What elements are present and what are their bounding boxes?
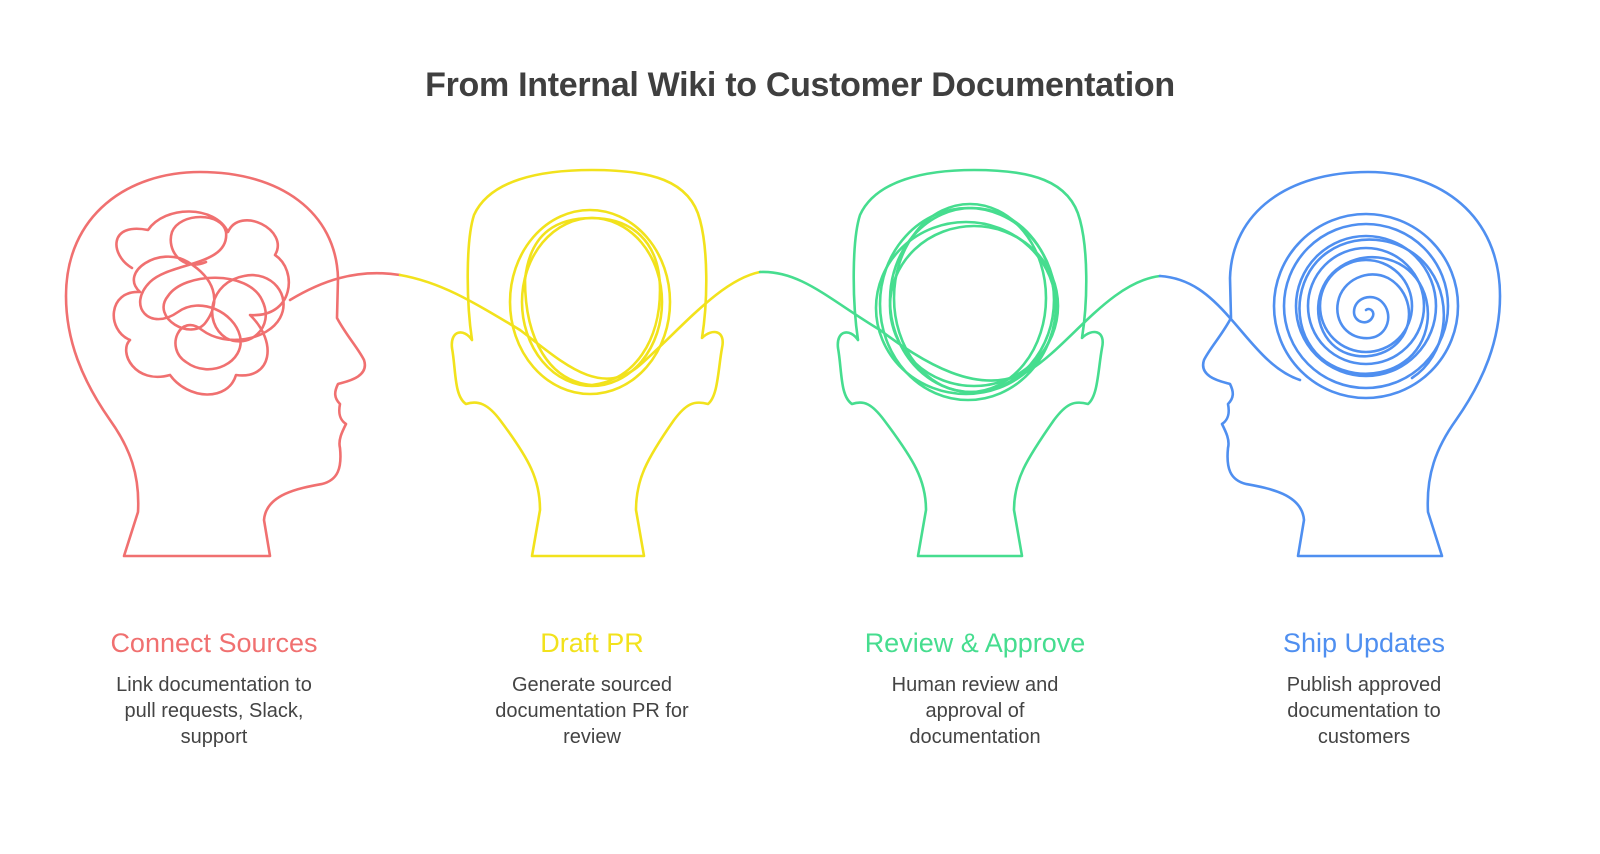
diagram-title: From Internal Wiki to Customer Documenta… — [425, 66, 1175, 104]
step-description: Link documentation to pull requests, Sla… — [116, 674, 312, 748]
step-review-approve: Review & Approve Human review and approv… — [825, 626, 1125, 750]
step-title: Review & Approve — [864, 628, 1086, 658]
step-ship-updates: Ship Updates Publish approved documentat… — [1214, 626, 1514, 750]
step-title: Draft PR — [540, 628, 644, 658]
step-title: Connect Sources — [110, 628, 318, 658]
tangled-thoughts-head-icon — [64, 170, 402, 558]
looped-thoughts-head-icon — [450, 168, 762, 558]
step-description: Publish approved documentation to custom… — [1286, 674, 1442, 748]
step-connect-sources: Connect Sources Link documentation to pu… — [64, 626, 364, 750]
step-title: Ship Updates — [1282, 628, 1446, 658]
step-description: Generate sourced documentation PR for re… — [495, 674, 689, 748]
step-description: Human review and approval of documentati… — [891, 674, 1059, 748]
spiral-head-icon — [1201, 170, 1502, 558]
step-draft-pr: Draft PR Generate sourced documentation … — [442, 626, 742, 750]
circular-scribble-head-icon — [836, 168, 1162, 558]
